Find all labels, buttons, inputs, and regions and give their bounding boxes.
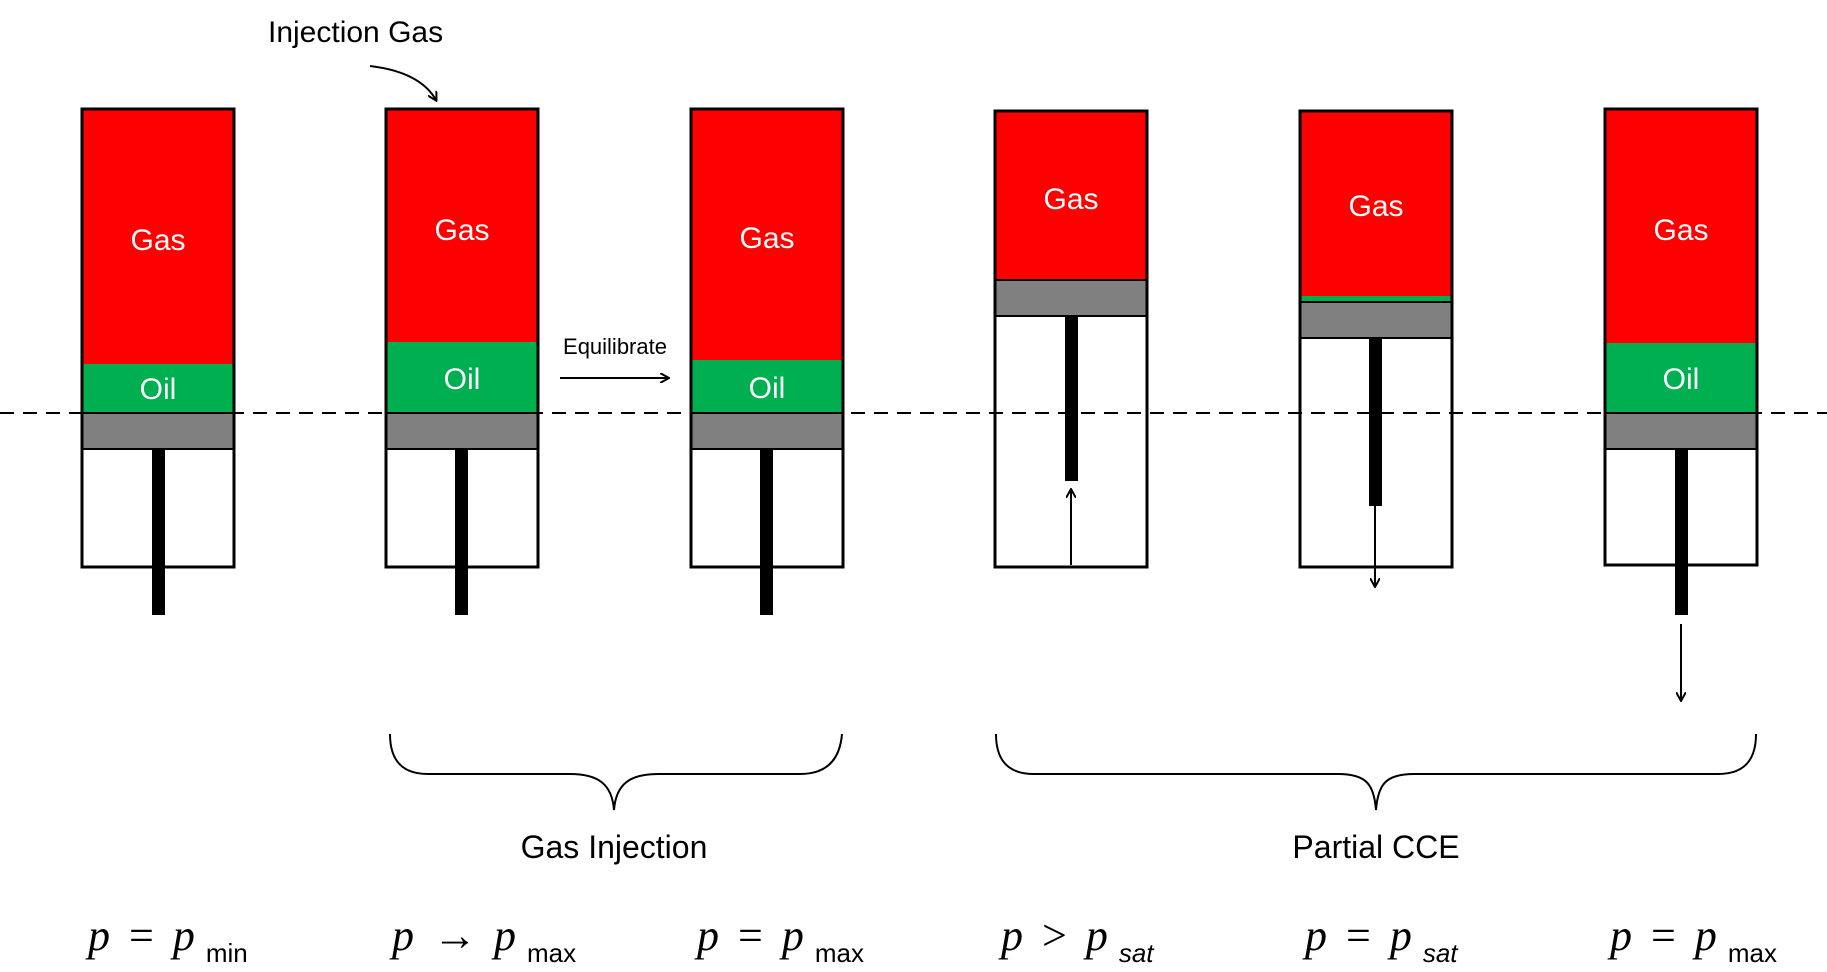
cell-3-oil-region <box>691 360 843 413</box>
cell-2-rod <box>455 449 468 615</box>
pressure-6-rhs: p <box>1692 911 1717 960</box>
pressure-5-sub: sat <box>1423 938 1459 968</box>
pressure-2-rhs: p <box>491 911 516 960</box>
pressure-condition-2: p → p max <box>389 911 576 968</box>
gas-injection-label: Gas Injection <box>521 829 708 865</box>
cell-6-piston <box>1604 412 1758 450</box>
cell-1-piston <box>81 412 235 450</box>
pressure-condition-3: p = p max <box>694 911 864 968</box>
cell-6: Gas Oil <box>1603 107 1759 700</box>
pressure-condition-4: p > p sat <box>998 911 1155 968</box>
pressure-condition-6: p = p max <box>1607 911 1777 968</box>
pressure-3-p: p <box>694 911 719 960</box>
cell-5: Gas <box>1298 109 1454 586</box>
cell-1-rod <box>152 449 165 615</box>
pressure-1-rhs: p <box>170 911 195 960</box>
pressure-condition-5: p = p sat <box>1302 911 1459 968</box>
cell-3-gas-label: Gas <box>739 222 794 255</box>
pressure-4-rhs: p <box>1083 911 1108 960</box>
cell-3-piston <box>690 412 844 450</box>
pressure-6-op: = <box>1651 911 1676 960</box>
cell-6-gas-region <box>1605 109 1757 343</box>
cell-1: Gas Oil <box>80 107 236 615</box>
cell-3-rod <box>760 449 773 615</box>
pressure-3-rhs: p <box>779 911 804 960</box>
pressure-2-p: p <box>389 911 414 960</box>
pressure-2-op: → <box>433 911 477 960</box>
pressure-1-op: = <box>129 911 154 960</box>
cell-2-gas-region <box>386 109 538 342</box>
cell-2-oil-label: Oil <box>444 363 481 396</box>
injection-gas-arrow <box>369 65 436 100</box>
pressure-4-sub: sat <box>1119 938 1155 968</box>
pressure-1-p: p <box>85 911 110 960</box>
cell-2-piston <box>385 412 539 450</box>
cell-5-rod <box>1369 338 1382 506</box>
cell-5-gas-region <box>1300 111 1452 296</box>
cell-6-gas-label: Gas <box>1653 214 1708 247</box>
cell-4-outline <box>993 109 1149 569</box>
cell-6-oil-region <box>1605 343 1757 413</box>
cell-3-oil-label: Oil <box>749 372 786 405</box>
pressure-5-op: = <box>1346 911 1371 960</box>
pressure-3-sub: max <box>815 938 864 968</box>
cell-4-gas-label: Gas <box>1043 183 1098 216</box>
cell-1-oil-region <box>82 364 234 413</box>
cell-1-gas-region <box>82 109 234 364</box>
pressure-5-p: p <box>1302 911 1327 960</box>
pressure-6-sub: max <box>1728 938 1777 968</box>
injection-gas-label: Injection Gas <box>268 16 443 49</box>
cell-2-oil-region <box>386 342 538 413</box>
cell-2: Gas Oil <box>384 107 540 615</box>
cell-6-oil-label: Oil <box>1663 363 1700 396</box>
pressure-3-op: = <box>738 911 763 960</box>
cell-2-gas-label: Gas <box>434 214 489 247</box>
cell-4-gas-region <box>995 111 1147 280</box>
pressure-2-sub: max <box>527 938 576 968</box>
cell-4: Gas <box>993 109 1149 569</box>
cell-5-piston <box>1299 301 1453 339</box>
cell-5-oil-sliver <box>1300 296 1452 302</box>
pressure-6-p: p <box>1607 911 1632 960</box>
partial-cce-brace <box>995 733 1757 811</box>
cell-4-rod <box>1065 316 1078 481</box>
pressure-condition-1: p = p min <box>85 911 248 968</box>
pressure-5-rhs: p <box>1387 911 1412 960</box>
cell-3: Gas Oil <box>689 107 845 615</box>
cell-6-rod <box>1675 449 1688 615</box>
pressure-4-op: > <box>1042 911 1067 960</box>
partial-cce-label: Partial CCE <box>1292 829 1459 865</box>
gas-injection-brace <box>389 733 843 811</box>
cell-4-piston <box>994 279 1148 317</box>
cell-1-gas-label: Gas <box>130 224 185 257</box>
equilibrate-label: Equilibrate <box>563 334 667 359</box>
cell-3-gas-region <box>691 109 843 360</box>
cell-5-gas-label: Gas <box>1348 190 1403 223</box>
pressure-4-p: p <box>998 911 1023 960</box>
cell-1-oil-label: Oil <box>140 373 177 406</box>
pressure-1-sub: min <box>206 938 248 968</box>
